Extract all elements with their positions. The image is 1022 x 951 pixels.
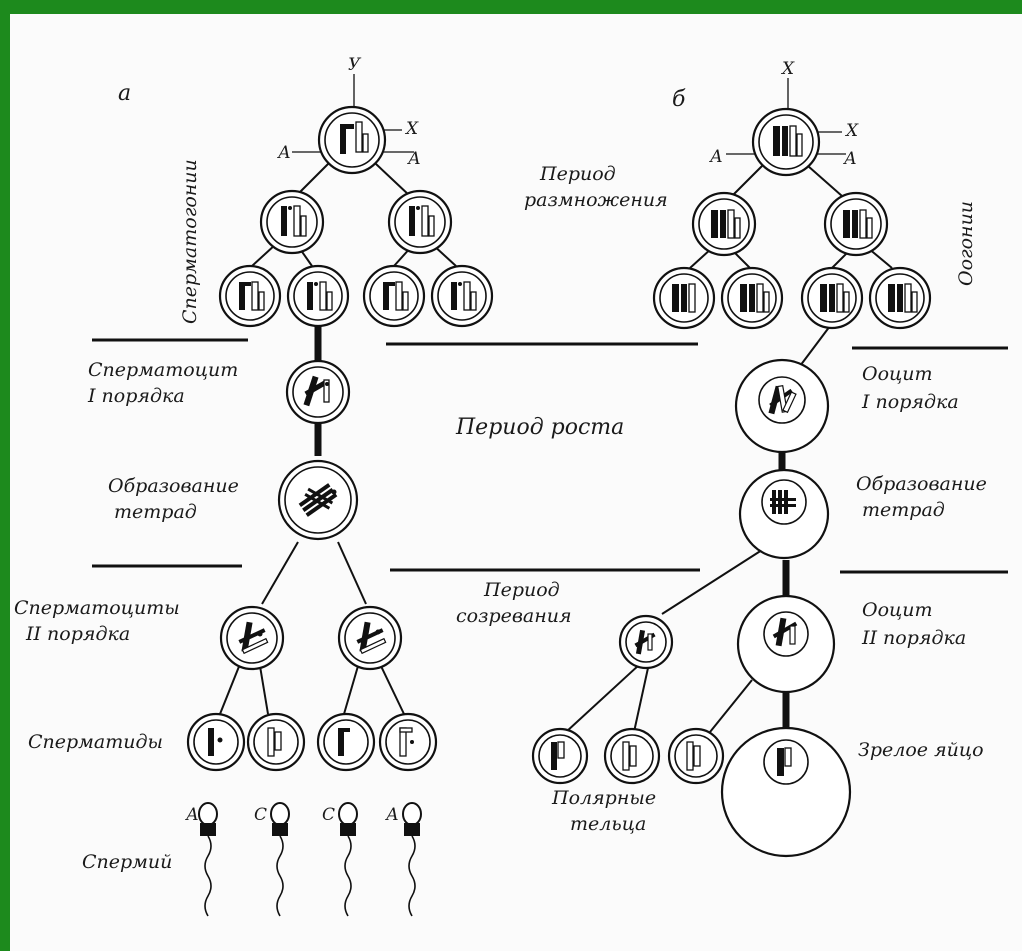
spermatocyte-2-label-line2: II порядка [25, 623, 130, 645]
spermatocyte-1-label-line1: Сперматоцит [88, 359, 238, 381]
spermatogonium-cell [259, 189, 325, 255]
tetrad-cell-a [277, 459, 359, 541]
spermatid-cell [246, 712, 306, 772]
marker-x-a: Х [404, 119, 419, 139]
oogonium-cell [652, 266, 716, 330]
tetrad-cell-b [738, 468, 830, 560]
oogenesis-tree [531, 78, 932, 858]
sperm-marker-1: А [185, 805, 199, 825]
spermatocyte-2-cell [337, 605, 403, 671]
oogonium-cell [800, 266, 864, 330]
oocyte-2-label-line1: Ооцит [862, 599, 933, 621]
tetrad-b-label-line2: тетрад [862, 499, 945, 521]
marker-a-right-a: А [407, 149, 421, 169]
oocyte-2-label-line2: II порядка [861, 627, 966, 649]
polar-bodies-label-line2: тельца [570, 813, 646, 835]
sperm-cell [338, 802, 358, 917]
sperm-marker-4: А [385, 805, 399, 825]
labels: а б У Х А А Х Х А А А С С А Сперматогони… [14, 55, 987, 873]
spermatid-cell [378, 712, 438, 772]
spermatogonia-label: Сперматогонии [179, 159, 201, 324]
maturation-label-line1: Период [483, 579, 560, 601]
sperm-cell [198, 802, 218, 917]
spermatocyte-2-cell [219, 605, 285, 671]
spermatocyte-2-label-line1: Сперматоциты [14, 597, 180, 619]
spermatocyte-1-label-line2: I порядка [87, 385, 185, 407]
tetrad-a-label-line2: тетрад [114, 501, 197, 523]
marker-a-right-b: А [843, 149, 857, 169]
polar-body-cell [603, 727, 661, 785]
marker-x-top-b: Х [780, 59, 795, 79]
tetrad-b-label-line1: Образование [856, 473, 987, 495]
gametogenesis-diagram: а б У Х А А Х Х А А А С С А Сперматогони… [14, 55, 1008, 917]
spermatids-label: Сперматиды [28, 731, 163, 753]
spermatogonium-cell [317, 105, 387, 175]
oocyte-1-cell [734, 358, 830, 454]
sperm-label: Спермий [82, 851, 172, 873]
spermatid-cell [186, 712, 246, 772]
oocyte-1-label-line1: Ооцит [862, 363, 933, 385]
spermatid-cell [316, 712, 376, 772]
marker-y-a: У [348, 55, 362, 75]
polar-body-cell [531, 727, 589, 785]
growth-label: Период роста [455, 415, 624, 440]
oogonium-cell [751, 107, 821, 177]
oogonium-cell [868, 266, 932, 330]
sperm-cell [402, 802, 422, 917]
marker-a-left-b: А [709, 147, 723, 167]
spermatogonium-cell [362, 264, 426, 328]
spermatogonium-cell [286, 264, 350, 328]
spermatocyte-1-cell [285, 359, 351, 425]
oocyte-1-label-line2: I порядка [861, 391, 959, 413]
diagram-frame: а б У Х А А Х Х А А А С С А Сперматогони… [10, 14, 1022, 951]
reproduction-label-line2: размножения [524, 189, 668, 211]
polar-bodies-label-line1: Полярные [551, 787, 656, 809]
spermatogonium-cell [430, 264, 494, 328]
spermatogonium-cell [218, 264, 282, 328]
oogonia-label: Оогонии [955, 201, 977, 286]
tetrad-a-label-line1: Образование [108, 475, 239, 497]
mature-egg-cell [720, 726, 852, 858]
sperm-marker-2: С [254, 805, 267, 825]
sperm-cell [270, 802, 290, 917]
oogonium-cell [720, 266, 784, 330]
marker-x-right-b: Х [844, 121, 859, 141]
oogonium-cell [691, 191, 757, 257]
oocyte-2-cell [736, 594, 836, 694]
oogonium-cell [823, 191, 889, 257]
polar-body-cell [618, 614, 674, 670]
spermatogonium-cell [387, 189, 453, 255]
marker-a-left-a: А [277, 143, 291, 163]
spermatogenesis-tree [186, 74, 494, 917]
mature-egg-label: Зрелое яйцо [858, 739, 984, 761]
maturation-label-line2: созревания [456, 605, 572, 627]
reproduction-label-line1: Период [539, 163, 616, 185]
separator-lines [92, 338, 1008, 574]
panel-b-label: б [672, 87, 686, 112]
sperm-marker-3: С [322, 805, 335, 825]
polar-body-cell [667, 727, 725, 785]
panel-a-label: а [118, 81, 131, 106]
